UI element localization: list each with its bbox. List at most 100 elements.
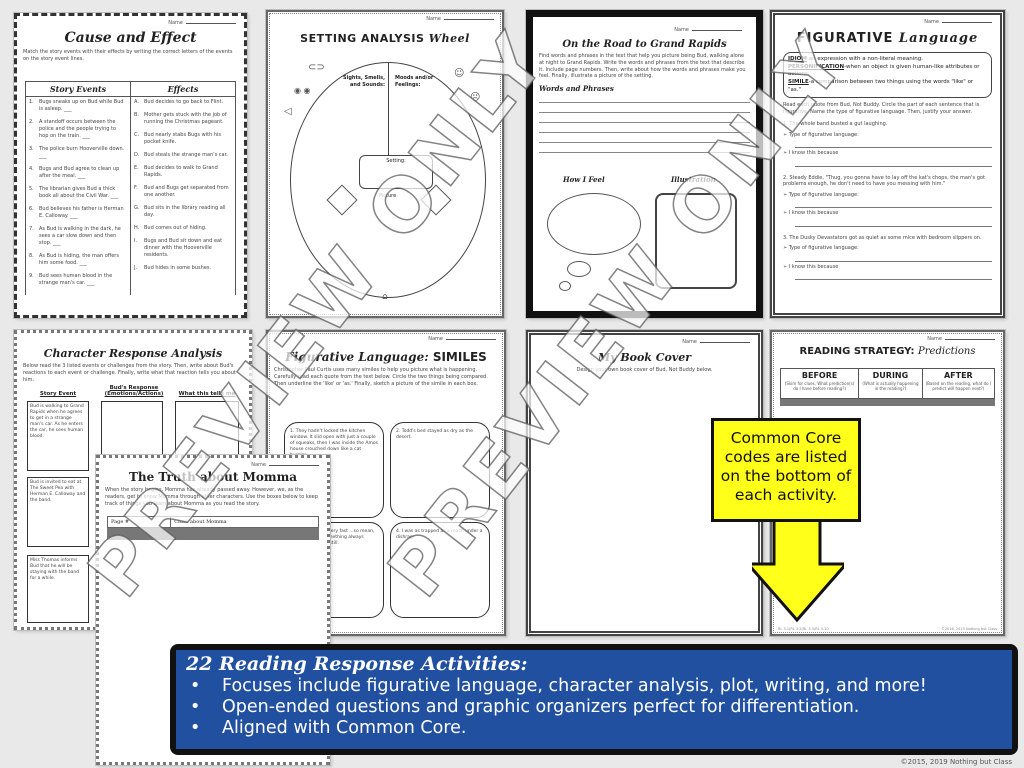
type-label: ➢ Type of figurative language: xyxy=(783,131,859,138)
list-item: 1.Bugs sneaks up on Bud while Bud is asl… xyxy=(29,99,124,112)
effects-column: A.Bud decides to go back to Flint. B.Mot… xyxy=(130,96,236,295)
worksheet-figurative-language: Name FIGURATIVE Language IDIOM-an expres… xyxy=(770,10,1005,318)
arrow-down-left-icon xyxy=(326,184,358,216)
page-title: FIGURATIVE Language xyxy=(796,31,979,46)
feature-item: •Focuses include figurative language, ch… xyxy=(186,676,1002,697)
writing-lines xyxy=(533,93,756,153)
question-1: 1. The whole band busted a gut laughing. xyxy=(783,121,888,128)
section-heading-words: Words and Phrases xyxy=(539,84,614,93)
picture-label: Picture xyxy=(379,193,397,199)
name-field-label: Name xyxy=(682,339,750,345)
column-header-clues: Clues about Momma xyxy=(170,516,319,528)
list-item: I.Bugs and Bud sit down and eat dinner w… xyxy=(134,238,223,258)
feature-list: •Focuses include figurative language, ch… xyxy=(186,676,1002,739)
list-item: 4.Bugs and Bud agree to clean up after t… xyxy=(29,166,120,179)
list-item: B.Mother gets stuck with the job of runn… xyxy=(134,112,227,125)
setting-wheel-diagram: Sights, Smells, and Sounds: Moods and/or… xyxy=(290,62,486,298)
column-header-effects: Effects xyxy=(130,81,236,97)
question-2: 2. Steady Eddie, "Thug, you gonna have t… xyxy=(783,174,985,188)
bullet-icon: • xyxy=(190,696,201,717)
common-core-code: RL 3.1(RL 3.2(RL 3.3(RL 4.10 xyxy=(778,627,829,631)
column-header-page: Page # xyxy=(106,516,172,528)
page-title: Figurative Language: SIMILES xyxy=(285,350,487,364)
ears-icon: ⊂⊃ xyxy=(308,62,325,73)
list-item: 5.The librarian gives Bud a thick book a… xyxy=(29,186,119,199)
question-3: 3. The Dusky Devastators got as quiet as… xyxy=(783,234,982,241)
list-item: E.Bud decides to walk to Grand Rapids. xyxy=(134,165,218,178)
moods-label: Moods and/or Feelings: xyxy=(395,75,434,88)
name-field-label: Name xyxy=(674,27,742,33)
event-box-3: Miss Thomas informs Bud that he will be … xyxy=(27,555,89,623)
sights-label: Sights, Smells, and Sounds: xyxy=(343,75,385,88)
list-item: J.Bud hides in some bushes. xyxy=(134,265,212,271)
because-label: ➢ I know this because xyxy=(783,150,839,157)
definitions-box: IDIOM-an expression with a non-literal m… xyxy=(783,52,992,99)
section-heading-illustration: Illustration xyxy=(671,175,716,184)
easel-icon: ⌂ xyxy=(382,292,388,302)
picture-frame xyxy=(655,193,737,289)
feature-item: •Open-ended questions and graphic organi… xyxy=(186,697,1002,718)
column-header-tells: What this tells me xyxy=(178,391,236,397)
page-title: READING STRATEGY: Predictions xyxy=(799,346,976,357)
nose-icon: ◁ xyxy=(284,106,292,117)
instructions: Find words and phrases in the text that … xyxy=(539,53,746,80)
column-header-after: AFTER(Based on the reading, what do I pr… xyxy=(921,368,996,399)
arrow-down-right-icon xyxy=(420,184,452,216)
list-item: 3.The police burn Hooverville down. ___ xyxy=(29,146,125,159)
list-item: A.Bud decides to go back to Flint. xyxy=(134,99,224,105)
sad-face-icon: ☹ xyxy=(470,92,481,103)
instructions: Below read the 3 listed events or challe… xyxy=(23,363,236,383)
type-label: ➢ Type of figurative language: xyxy=(783,191,859,198)
momma-clues-table: Page # Clues about Momma xyxy=(106,516,319,540)
because-label: ➢ I know this because xyxy=(783,263,839,270)
because-label: ➢ I know this because xyxy=(783,210,839,217)
name-field-label: Name xyxy=(428,336,496,342)
predictions-table: BEFORE(Skim for clues. What prediction(s… xyxy=(779,368,996,406)
bullet-icon: • xyxy=(190,717,201,738)
instructions: Christopher Paul Curtis uses many simile… xyxy=(274,367,488,387)
worksheet-cause-and-effect: Name Cause and Effect Match the story ev… xyxy=(14,13,247,318)
name-field-label: Name xyxy=(251,462,319,468)
event-box-1: Bud is walking to Grand Rapids when he a… xyxy=(27,401,89,471)
page-copyright: ©2016, 2019 Nothing but Class xyxy=(941,627,997,631)
column-header-events: Story Events xyxy=(25,81,131,97)
worksheet-truth-about-momma: Name The Truth about Momma When the stor… xyxy=(96,455,330,765)
column-header-during: DURING(What is actually happening in the… xyxy=(858,368,923,399)
simile-box-4: 4. I was as trapped as a roach under a d… xyxy=(390,522,490,618)
event-box-2: Bud is invited to eat at The Sweet Pea w… xyxy=(27,477,89,547)
page-title: Character Response Analysis xyxy=(43,347,223,360)
list-item: D.Bud steals the strange man's car. xyxy=(134,152,228,158)
instructions: Design your own book cover of Bud, Not B… xyxy=(576,367,713,373)
column-header-response: Bud's Response (Emotions/Actions) xyxy=(104,385,164,397)
column-header-event: Story Event xyxy=(39,391,77,397)
name-field-label: Name xyxy=(924,19,992,25)
instructions: When the story begins, Momma has already… xyxy=(105,487,318,507)
events-column: 1.Bugs sneaks up on Bud while Bud is asl… xyxy=(25,96,131,295)
cause-effect-table: Story Events Effects 1.Bugs sneaks up on… xyxy=(25,81,236,295)
page-title: SETTING ANALYSIS Wheel xyxy=(300,32,470,45)
eyes-icon: ◉ ◉ xyxy=(294,86,311,95)
list-item: 9.Bud sees human blood in the strange ma… xyxy=(29,273,113,286)
setting-box: Setting: xyxy=(359,155,433,189)
list-item: C.Bud nearly stabs Bugs with his pocket … xyxy=(134,132,221,145)
page-title: The Truth about Momma xyxy=(128,470,298,484)
list-item: 2.A standoff occurs between the police a… xyxy=(29,119,117,139)
list-item: 7.As Bud is walking in the dark, he sees… xyxy=(29,226,121,246)
banner-title: 22 Reading Response Activities: xyxy=(186,653,528,675)
simile-box-2: 2. Todd's bed stayed as dry as the deser… xyxy=(390,422,490,518)
thought-cloud xyxy=(547,193,641,255)
features-banner: 22 Reading Response Activities: •Focuses… xyxy=(170,644,1018,755)
name-field-label: Name xyxy=(168,20,236,26)
worksheet-road-to-grand-rapids: Name On the Road to Grand Rapids Find wo… xyxy=(526,10,763,318)
page-title: My Book Cover xyxy=(597,351,692,364)
column-header-before: BEFORE(Skim for clues. What prediction(s… xyxy=(779,368,860,399)
happy-face-icon: ☺ xyxy=(454,68,465,79)
name-field-label: Name xyxy=(927,336,995,342)
arrow-down-icon xyxy=(752,520,844,623)
instructions: Match the story events with their effect… xyxy=(23,49,233,62)
page-title: On the Road to Grand Rapids xyxy=(562,39,727,50)
thought-bubble-small xyxy=(567,261,591,277)
list-item: G.Bud sits in the library reading all da… xyxy=(134,205,226,218)
section-heading-feel: How I Feel xyxy=(563,175,605,184)
list-item: F.Bud and Bugs get separated from one an… xyxy=(134,185,229,198)
